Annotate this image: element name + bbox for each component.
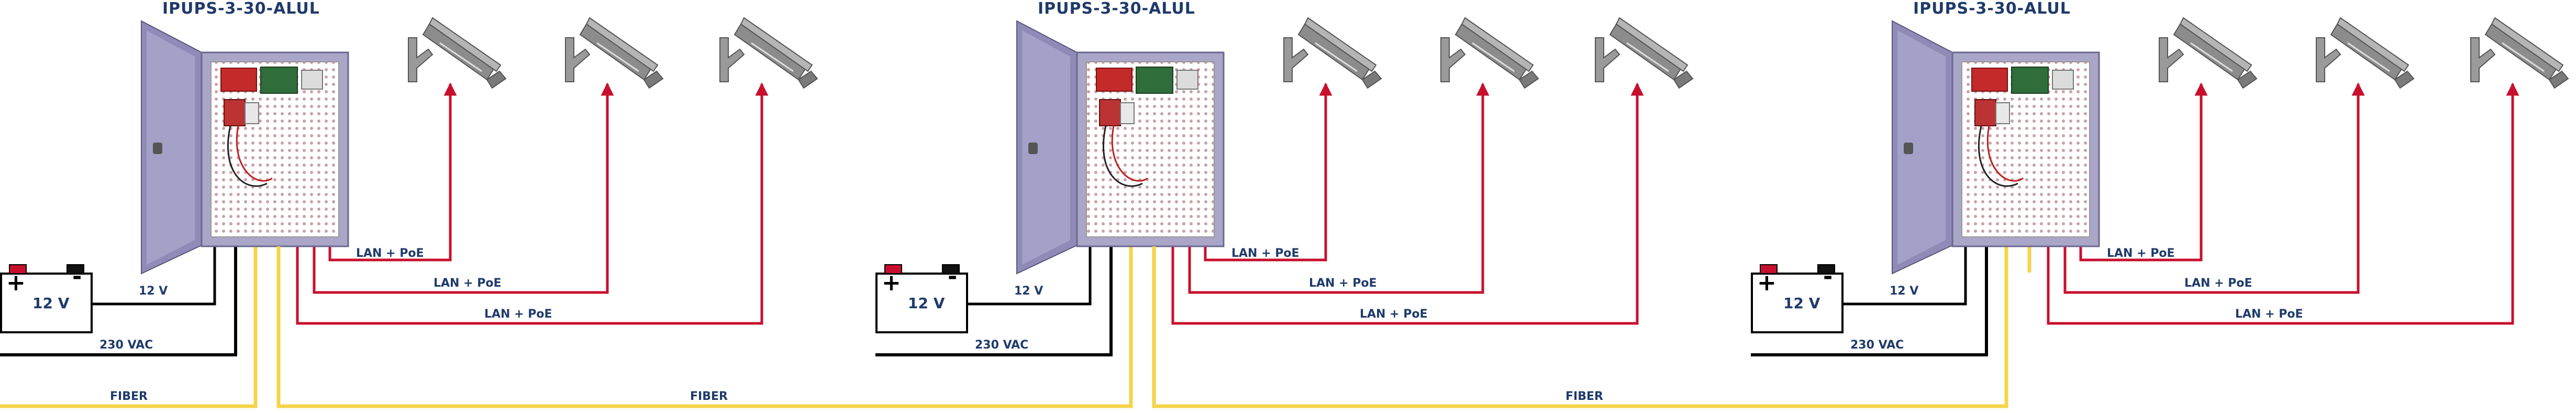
unit-3-battery-body — [1751, 273, 1844, 333]
unit-1-battery-wire — [92, 246, 216, 306]
unit-1-pcb-red — [220, 68, 257, 92]
unit-1-lan-label-2: LAN + PoE — [434, 277, 502, 290]
unit-2-pcb-green — [1136, 67, 1173, 94]
unit-1-battery-body — [0, 273, 93, 333]
unit-1-pcb-white — [301, 70, 323, 90]
unit-3-fiber-link — [1152, 246, 2008, 408]
unit-2-battery-terminal-plus — [884, 264, 902, 274]
unit-1-cctv-camera-icon-1 — [408, 17, 507, 89]
unit-3-cctv-camera-icon-1 — [2159, 17, 2258, 89]
unit-1-battery-plus: + — [6, 269, 26, 296]
unit-1 — [0, 17, 818, 408]
unit-2-lan-label-2: LAN + PoE — [1309, 277, 1377, 290]
unit-2-pcb-red — [1096, 68, 1132, 92]
unit-3-mains-label: 230 VAC — [1850, 339, 1904, 352]
unit-2-switch-module — [1099, 99, 1121, 126]
unit-1-battery — [0, 264, 93, 333]
unit-2-battery-plus: + — [882, 269, 901, 296]
unit-2-battery-minus: - — [948, 263, 958, 290]
unit-2-lan-wire-3 — [1171, 82, 1644, 325]
unit-2-cctv-camera-icon-3 — [1595, 17, 1694, 89]
unit-3-switch-module — [1974, 99, 1996, 126]
unit-1-battery-wire-label: 12 V — [139, 285, 168, 298]
unit-2-battery-wire — [967, 246, 1092, 306]
unit-2-lan-wire-2 — [1188, 82, 1490, 294]
unit-1-lan-wire-2 — [313, 82, 614, 294]
unit-1-title: IPUPS-3-30-ALUL — [162, 0, 320, 18]
unit-2-battery — [875, 264, 968, 333]
unit-1-enclosure — [141, 20, 349, 275]
unit-1-lan-wire-1 — [328, 82, 457, 262]
unit-3-battery-plus: + — [1757, 269, 1776, 296]
unit-2-door-lock — [1028, 143, 1038, 154]
unit-3-battery-wire — [1842, 246, 1967, 306]
unit-2-lan-label-1: LAN + PoE — [1231, 247, 1300, 260]
unit-3-enclosure — [1892, 20, 2100, 275]
unit-2-mains-label: 230 VAC — [975, 339, 1029, 352]
unit-1-cctv-camera-icon-2 — [565, 17, 664, 89]
unit-2-lan-label-3: LAN + PoE — [1360, 308, 1428, 321]
unit-1-battery-terminal-plus — [9, 264, 27, 274]
unit-1-lan-wire-3 — [296, 82, 769, 325]
unit-3-lan-wire-3 — [2047, 82, 2519, 325]
unit-1-battery-voltage: 12 V — [32, 295, 70, 312]
unit-1-door-lock — [153, 143, 162, 154]
unit-2-fiber-link — [276, 246, 1133, 408]
unit-3-battery-voltage: 12 V — [1783, 295, 1820, 312]
unit-1-lan-label-3: LAN + PoE — [484, 308, 552, 321]
unit-3-pcb-red — [1971, 68, 2008, 92]
unit-3-battery-minus: - — [1823, 263, 1833, 290]
unit-1-lan-label-1: LAN + PoE — [356, 247, 424, 260]
unit-3-title: IPUPS-3-30-ALUL — [1913, 0, 2071, 18]
unit-1-battery-terminal-minus — [66, 264, 84, 274]
unit-2-enclosure — [1016, 20, 1225, 275]
unit-1-fiber-in — [0, 246, 258, 408]
unit-1-mains-label: 230 VAC — [99, 339, 153, 352]
unit-1-fiber-label: FIBER — [110, 390, 148, 403]
unit-3-battery-terminal-minus — [1817, 264, 1835, 274]
unit-3 — [1152, 17, 2569, 408]
unit-2-cctv-camera-icon-1 — [1283, 17, 1382, 89]
unit-1-cctv-camera-icon-3 — [719, 17, 818, 89]
unit-2-battery-wire-label: 12 V — [1014, 285, 1043, 298]
unit-2-battery-voltage: 12 V — [908, 295, 945, 312]
unit-2-cctv-camera-icon-2 — [1440, 17, 1539, 89]
unit-3-battery-wire-label: 12 V — [1890, 285, 1919, 298]
unit-3-pcb-green — [2011, 67, 2049, 94]
unit-2-battery-terminal-minus — [942, 264, 960, 274]
unit-3-lan-label-2: LAN + PoE — [2184, 277, 2252, 290]
unit-3-fiber-label: FIBER — [1565, 390, 1603, 403]
unit-3-mains-wire — [1751, 246, 1988, 356]
unit-2 — [276, 17, 1694, 408]
unit-1-battery-minus: - — [72, 263, 82, 290]
unit-3-door-lock — [1904, 143, 1913, 154]
unit-3-lan-label-3: LAN + PoE — [2235, 308, 2303, 321]
unit-2-mains-wire — [875, 246, 1113, 356]
unit-2-pcb-white — [1176, 70, 1198, 90]
unit-2-lan-wire-1 — [1204, 82, 1333, 262]
unit-2-title: IPUPS-3-30-ALUL — [1038, 0, 1195, 18]
unit-2-battery-body — [875, 273, 968, 333]
unit-3-lan-label-1: LAN + PoE — [2107, 247, 2175, 260]
unit-2-fiber-label: FIBER — [690, 390, 728, 403]
unit-3-pcb-white — [2052, 70, 2074, 90]
unit-1-mains-wire — [0, 246, 237, 356]
unit-3-battery — [1751, 264, 1844, 333]
unit-1-pcb-green — [260, 67, 298, 94]
unit-3-battery-terminal-plus — [1760, 264, 1778, 274]
unit-3-lan-wire-2 — [2063, 82, 2365, 294]
unit-3-lan-wire-1 — [2079, 82, 2208, 262]
unit-3-cctv-camera-icon-2 — [2316, 17, 2415, 89]
unit-3-cctv-camera-icon-3 — [2470, 17, 2569, 89]
unit-1-switch-module — [224, 99, 246, 126]
